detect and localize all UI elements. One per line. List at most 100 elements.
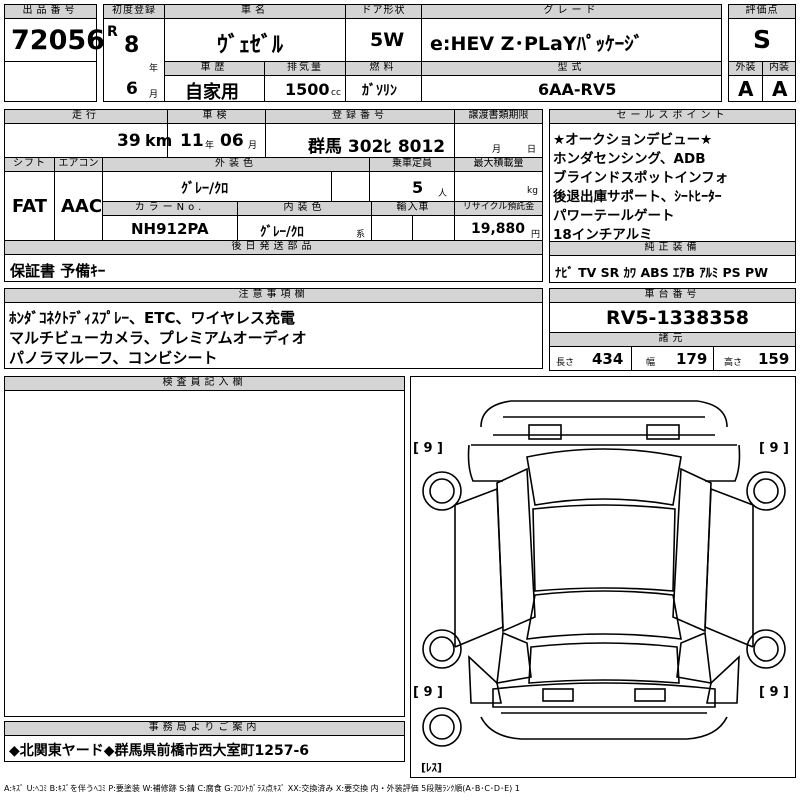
office-info-cell: ◆北関東ヤード◆群馬県前橋市西大室町1257-6 [4,735,405,762]
genuine-equipment-cell: ﾅﾋﾞ TV SR ｶﾜ ABS ｴｱB ｱﾙﾐ PS PW [549,255,796,283]
car-outline-diagram [422,400,786,747]
width-cell: 幅 179 [631,346,714,371]
genuine-equipment-label: 純正装備 [549,241,796,256]
first-reg-cell: R 8 年 6 月 [103,18,165,102]
ac-value: AAC [61,196,103,217]
dimensions-label: 諸元 [549,332,796,347]
inspection-cell: 11 年 06 月 [167,123,266,158]
office-info-value: ◆北関東ヤード◆群馬県前橋市西大室町1257-6 [9,743,310,759]
lot-no-cell: 72056 [4,18,105,62]
inspection-year-unit: 年 [205,141,215,151]
grade-label: グレード [421,4,722,19]
color-no-label: カラーNo. [102,201,238,216]
history-label: 車歴 [164,61,265,76]
int-color-value: ｸﾞﾚｰ/ｸﾛ [260,225,304,240]
capacity-label: 乗車定員 [369,157,455,172]
grade-value: e:HEV Z･PLaYﾊﾟｯｹｰｼﾞ [430,33,644,55]
sales-points-label: セールスポイント [549,109,796,124]
tire-front-right-tread: [ 9 ] [759,441,789,456]
interior-value: A [772,77,788,101]
mileage-cell: 39 km [4,123,172,158]
inspector-area [4,390,405,717]
note-line: パノラマルーフ、コンビシート [9,349,218,367]
transfer-deadline-label: 譲渡書類期限 [454,109,543,124]
chassis-no-value: RV5-1338358 [606,307,749,329]
displacement-cell: 1500 cc [264,75,346,102]
reg-no-cell: 群馬 302ﾋ 8012 [265,123,455,158]
door-value: 5W [370,29,405,51]
tire-front-left-tread: [ 9 ] [413,441,443,456]
exterior-value: A [738,77,754,101]
history-value: 自家用 [185,82,239,103]
height-cell: 高さ 159 [713,346,796,371]
model-code-cell: 6AA-RV5 [421,75,722,102]
max-load-label: 最大積載量 [454,157,543,172]
damage-code-legend: A:ｷｽﾞ U:ﾍｺﾐ B:ｷｽﾞを伴うﾍｺﾐ P:要塗装 W:補修跡 S:錆 … [4,784,520,793]
score-cell: S [728,18,796,62]
transfer-day-unit: 日 [527,145,537,155]
car-diagram: [ 9 ] [ 9 ] [ 9 ] [ 9 ] [ﾚｽ] [410,376,796,778]
recycle-cell: 19,880 円 [454,215,543,241]
sales-point-item: ★オークションデビュー★ [553,132,713,148]
reg-no-value: 群馬 302ﾋ 8012 [308,137,446,157]
mileage-value: 39 [117,131,141,151]
transfer-deadline-cell: 月 日 [454,123,543,158]
import-cell-b [412,215,455,241]
transfer-month-unit: 月 [492,145,502,155]
month-unit: 月 [149,90,159,100]
kg-unit: kg [527,186,538,196]
sales-point-item: パワーテールゲート [553,208,675,224]
shift-label: シフト [4,157,55,172]
length-label: 長さ [556,358,575,368]
interior-cell: A [762,75,796,102]
history-cell: 自家用 [164,75,265,103]
ext-color-cell: ｸﾞﾚｰ/ｸﾛ [102,171,332,202]
fuel-label: 燃料 [345,61,422,76]
int-color-label: 内装色 [237,201,372,216]
color-no-cell: NH912PA [102,215,238,241]
score-label: 評価点 [728,4,796,19]
first-reg-label: 初度登録 [103,4,165,19]
int-color-cell: ｸﾞﾚｰ/ｸﾛ 系 [237,215,372,241]
width-label: 幅 [646,358,656,368]
inspection-year: 11 [180,131,204,151]
capacity-value: 5 [412,178,424,197]
color-no-value: NH912PA [131,220,209,238]
office-info-label: 事務局よりご案内 [4,721,405,736]
exterior-cell: A [728,75,763,102]
shift-value: FAT [12,196,48,217]
import-cell-a [371,215,413,241]
later-parts-label: 後日発送部品 [4,240,543,255]
height-value: 159 [758,350,790,368]
length-value: 434 [592,350,624,368]
model-code-label: 型式 [421,61,722,76]
length-cell: 長さ 434 [549,346,632,371]
sales-point-item: ブラインドスポットインフォ [553,170,729,186]
model-code-value: 6AA-RV5 [538,80,617,99]
cc-unit: cc [331,88,341,98]
ac-cell: AAC [54,171,103,241]
car-name-label: 車名 [164,4,346,19]
lot-no-value: 72056 [11,25,105,56]
first-reg-year: 8 [124,33,140,58]
lot-no-label: 出品番号 [4,4,97,19]
reg-no-label: 登録番号 [265,109,455,124]
tire-rear-right-tread: [ 9 ] [759,685,789,700]
displacement-label: 排気量 [264,61,346,76]
tire-rear-left-tread: [ 9 ] [413,685,443,700]
sales-points-cell: ★オークションデビュー★ ホンダセンシング、ADB ブラインドスポットインフォ … [549,123,796,243]
kei-unit: 系 [356,230,366,240]
ext-color-sub [331,171,370,202]
inspection-month: 06 [220,131,244,151]
notes-cell: ﾎﾝﾀﾞｺﾈｸﾄﾃﾞｨｽﾌﾟﾚｰ、ETC、ワイヤレス充電 マルチビューカメラ、プ… [4,302,543,369]
note-line: ﾎﾝﾀﾞｺﾈｸﾄﾃﾞｨｽﾌﾟﾚｰ、ETC、ワイヤレス充電 [9,309,296,327]
sales-point-item: 18インチアルミ [553,227,653,243]
era-label: R [107,24,118,40]
recycle-value: 19,880 [471,221,526,237]
car-name-cell: ｳﾞｪｾﾞﾙ [164,18,346,62]
door-cell: 5W [345,18,422,62]
year-unit: 年 [149,64,159,74]
exterior-label: 外装 [728,61,763,76]
door-label: ドア形状 [345,4,422,19]
height-label: 高さ [724,358,743,368]
